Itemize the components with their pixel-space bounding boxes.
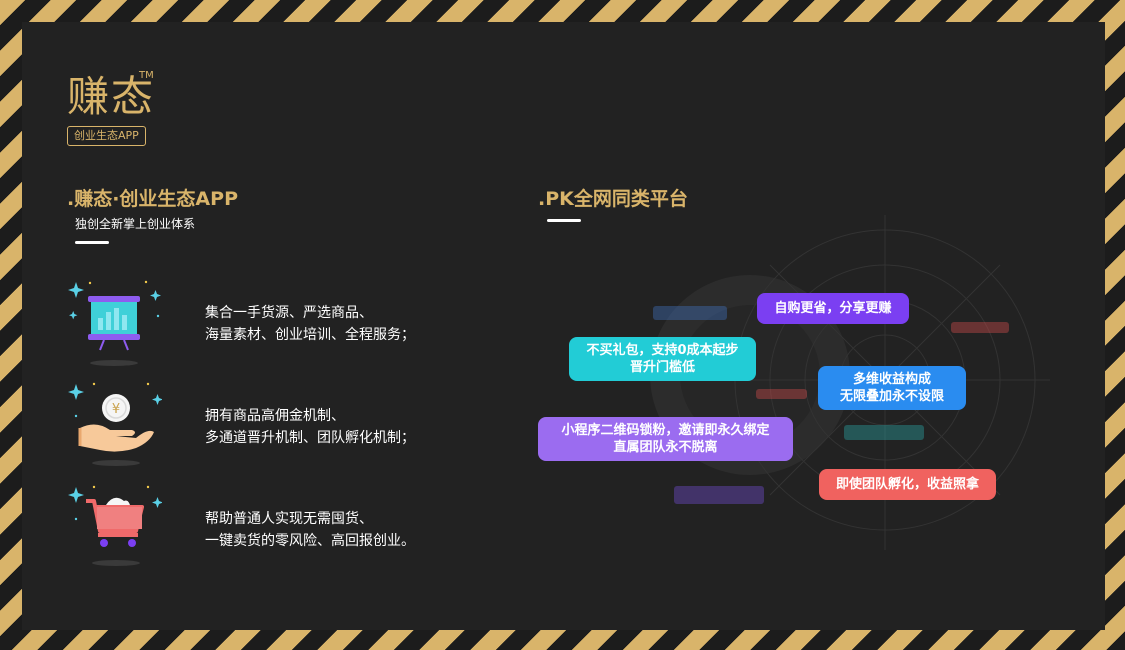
bubble-line: 自购更省，分享更赚: [774, 301, 892, 316]
feature-text-1: 集合一手货源、严选商品、 海量素材、创业培训、全程服务；: [205, 302, 415, 346]
benefit-bubble-violet: 小程序二维码锁粉，邀请即永久绑定 直属团队永不脱离: [538, 417, 793, 461]
benefit-bubble-red: 即使团队孵化，收益照拿: [819, 469, 996, 500]
feature-line: 一键卖货的零风险、高回报创业。: [205, 533, 415, 549]
decor-bar: [951, 322, 1009, 333]
left-section-underline: [75, 241, 109, 244]
benefit-bubble-purple: 自购更省，分享更赚: [757, 293, 909, 324]
feature-line: 海量素材、创业培训、全程服务；: [205, 327, 415, 343]
brand-tagline: 创业生态APP: [67, 126, 146, 146]
bubble-line: 即使团队孵化，收益照拿: [835, 477, 979, 492]
yuan-coin-hand-icon: ¥: [66, 380, 163, 470]
right-section-title: .PK全网同类平台: [538, 188, 688, 210]
feature-line: 拥有商品高佣金机制、: [205, 408, 345, 424]
decor-bar: [844, 425, 924, 440]
bubble-line: 无限叠加永不设限: [839, 389, 944, 404]
left-section-title: .赚态·创业生态APP: [67, 188, 238, 210]
bubble-line: 小程序二维码锁粉，邀请即永久绑定: [561, 423, 770, 438]
bubble-line: 多维收益构成: [852, 372, 931, 387]
benefit-bubble-blue: 多维收益构成 无限叠加永不设限: [818, 366, 966, 410]
shopping-cart-icon: [66, 483, 163, 573]
feature-line: 帮助普通人实现无需囤货、: [205, 511, 373, 527]
brand-logo: 赚态: [67, 72, 156, 121]
trademark-mark: TM: [139, 70, 154, 81]
decor-bar: [653, 306, 727, 320]
feature-text-3: 帮助普通人实现无需囤货、 一键卖货的零风险、高回报创业。: [205, 508, 415, 552]
decor-bar: [674, 486, 764, 504]
feature-line: 集合一手货源、严选商品、: [205, 305, 373, 321]
svg-text:¥: ¥: [112, 402, 120, 417]
presentation-board-icon: [66, 280, 162, 370]
feature-text-2: 拥有商品高佣金机制、 多通道晋升机制、团队孵化机制；: [205, 405, 415, 449]
bubble-line: 直属团队永不脱离: [613, 440, 718, 455]
bubble-line: 不买礼包，支持0成本起步: [586, 343, 739, 358]
bubble-line: 晋升门槛低: [629, 360, 695, 375]
benefit-bubble-cyan: 不买礼包，支持0成本起步 晋升门槛低: [569, 337, 756, 381]
right-section-underline: [547, 219, 581, 222]
main-panel: [22, 22, 1105, 630]
left-section-subtitle: 独创全新掌上创业体系: [75, 217, 196, 231]
feature-line: 多通道晋升机制、团队孵化机制；: [205, 430, 415, 446]
decor-bar: [756, 389, 807, 399]
